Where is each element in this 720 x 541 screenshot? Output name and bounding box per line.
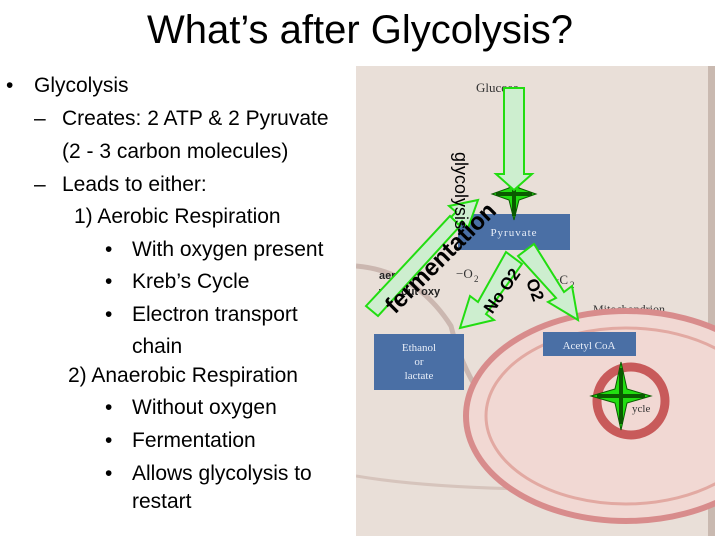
mitochondrion-inner [484, 326, 720, 506]
ethanol-box [374, 334, 464, 390]
bullet-text: Without oxygen [132, 396, 277, 419]
bullet-text: Allows glycolysis to [132, 462, 312, 485]
no-o2-arrow [458, 250, 524, 330]
bullet-marker: • [105, 303, 113, 326]
bullet-text: Creates: 2 ATP & 2 Pyruvate [62, 107, 329, 130]
bullet-text: Electron transport [132, 303, 298, 326]
atp-burst-krebs [589, 361, 653, 431]
bullet-marker: – [34, 173, 46, 196]
bullet-marker: • [6, 74, 14, 97]
bullet-marker: • [105, 396, 113, 419]
bullet-text: Glycolysis [34, 74, 129, 97]
bullet-text: 2) Anaerobic Respiration [68, 364, 298, 387]
respiration-diagram: Glucose Pyruvate aerobic without oxy −O … [355, 66, 720, 536]
bullet-text: 1) Aerobic Respiration [74, 205, 281, 228]
diagram-svg: Glucose Pyruvate aerobic without oxy −O … [355, 66, 720, 536]
acetyl-coa-box [543, 332, 636, 356]
bullet-text: Fermentation [132, 429, 256, 452]
cycle-label: ycle [632, 403, 650, 415]
pyruvate-label: Pyruvate [490, 227, 537, 239]
ethanol-label-line3: lactate [405, 370, 434, 382]
bullet-marker: • [105, 462, 113, 485]
bullet-text: With oxygen present [132, 238, 324, 261]
minus-o2-subscript: 2 [474, 274, 479, 284]
fermentation-arrow-shaft [364, 214, 462, 318]
krebs-cycle-ring [592, 362, 670, 440]
slide-title: What’s after Glycolysis? [146, 8, 574, 52]
bullet-text: Kreb’s Cycle [132, 270, 250, 293]
bullet-marker: – [34, 107, 46, 130]
bullet-marker: • [105, 270, 113, 293]
bullet-text: (2 - 3 carbon molecules) [62, 140, 289, 163]
acetyl-coa-label: Acetyl CoA [563, 340, 616, 352]
ethanol-label-line2: or [414, 356, 424, 368]
bullet-marker: • [105, 238, 113, 261]
ethanol-label-line1: Ethanol [402, 342, 436, 354]
photo-edge [708, 66, 715, 536]
mitochondrion-body [463, 308, 720, 524]
o2-arrow [516, 242, 580, 322]
bullet-text: Leads to either: [62, 173, 207, 196]
atp-burst-pyruvate [490, 167, 538, 221]
bullet-text: restart [132, 490, 192, 513]
minus-o2-label: −O [456, 266, 473, 281]
glycolysis-arrow [493, 87, 535, 192]
bullet-marker: • [105, 429, 113, 452]
bullet-text: chain [132, 335, 183, 358]
